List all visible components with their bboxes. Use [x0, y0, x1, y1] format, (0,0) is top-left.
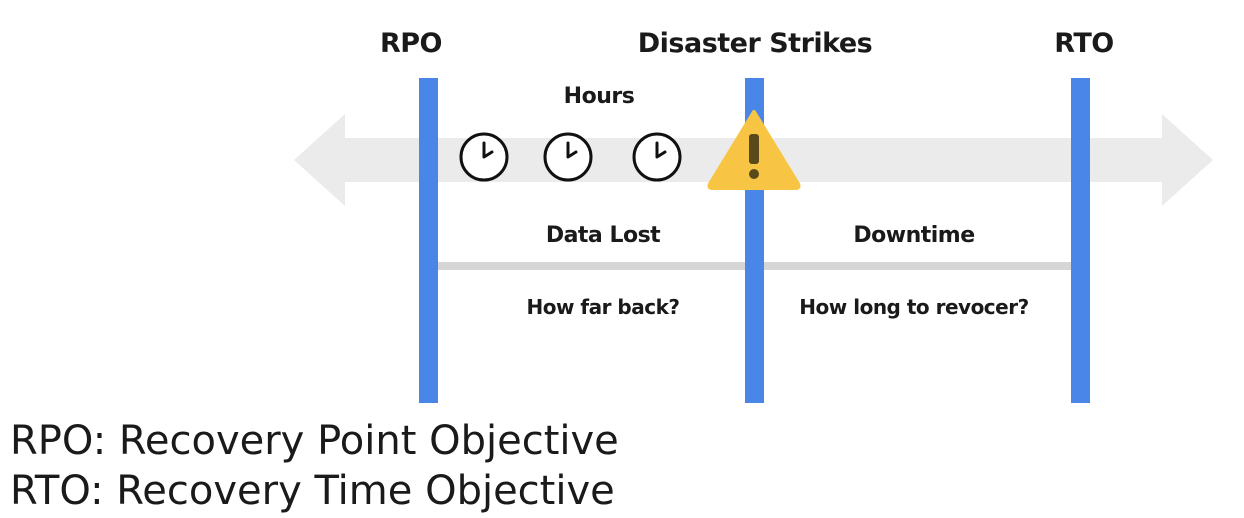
timeline-graphic [294, 78, 1213, 403]
clock-icon [543, 132, 593, 182]
rto-line [1071, 78, 1090, 403]
data-lost-label: Data Lost [545, 223, 661, 248]
downtime-question: How long to revocer? [799, 295, 1029, 319]
legend-rpo: RPO: Recovery Point Objective [10, 418, 619, 464]
clock-icon [459, 132, 509, 182]
downtime-label: Downtime [853, 223, 975, 248]
hours-label: Hours [563, 84, 635, 109]
rto-label: RTO [1054, 28, 1114, 59]
data-lost-question: How far back? [526, 295, 680, 319]
rpo-label: RPO [379, 28, 443, 59]
warning-icon [707, 110, 801, 190]
legend-rto: RTO: Recovery Time Objective [10, 468, 615, 514]
rpo-line [419, 78, 438, 403]
clock-icon [632, 132, 682, 182]
rpo-rto-diagram: RPO Disaster Strikes RTO Hours Data Lost… [294, 28, 1213, 403]
disaster-strikes-label: Disaster Strikes [637, 28, 873, 59]
